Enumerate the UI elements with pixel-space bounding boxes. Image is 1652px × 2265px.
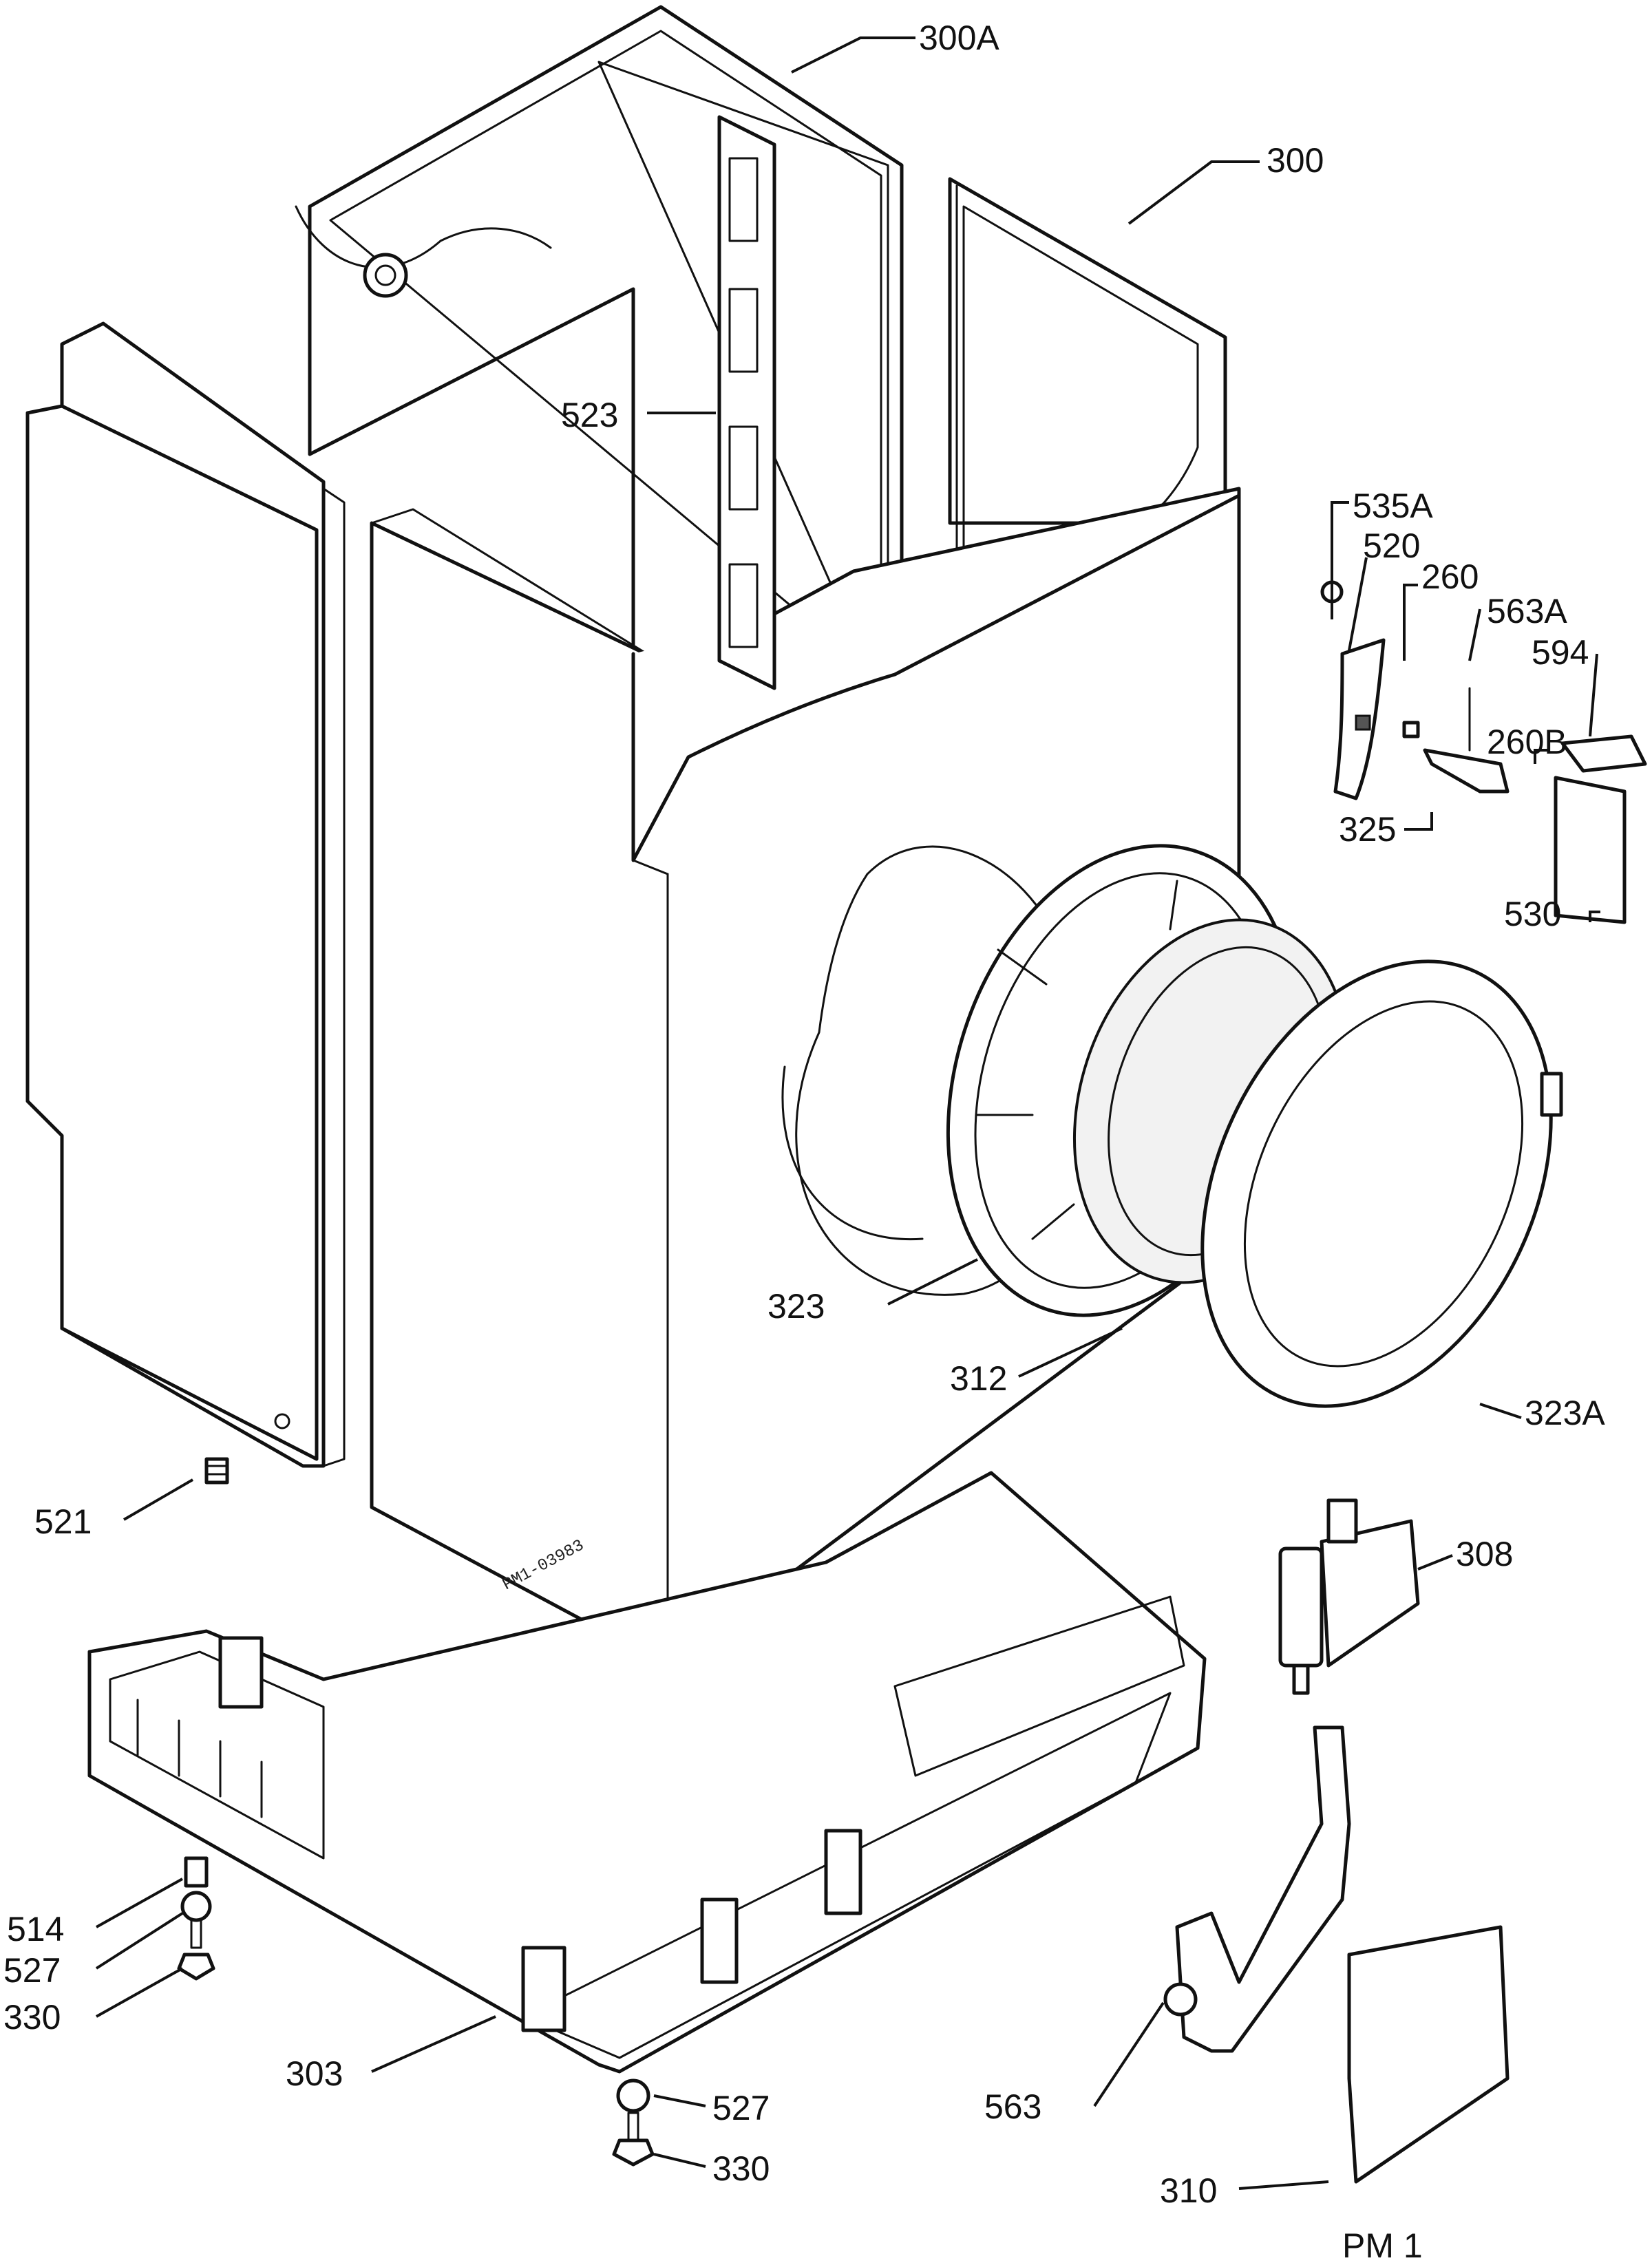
callout-260: 260 [1421,557,1479,596]
callout-310: 310 [1160,2171,1217,2210]
callout-523: 523 [561,396,618,434]
left-side-panel [25,321,346,1468]
screw-521 [204,1457,229,1485]
callout-300: 300 [1267,141,1324,180]
callout-323: 323 [767,1287,825,1326]
callout-514: 514 [7,1910,64,1948]
callout-563A: 563A [1487,592,1567,630]
callout-520: 520 [1363,527,1420,565]
callout-323A: 323A [1525,1394,1605,1432]
foot-left-assembly [177,1856,215,1981]
callout-308: 308 [1456,1535,1513,1573]
callout-594: 594 [1532,633,1589,672]
door-hinge [1278,1498,1420,1695]
callout-330-left: 330 [3,1998,61,2037]
sheet-identifier: PM 1 [1342,2226,1423,2265]
callout-labels: 300A 300 523 535A 520 260 563A 594 260B … [3,19,1605,2210]
callout-530: 530 [1504,895,1561,933]
callout-527-left: 527 [3,1951,61,1990]
callout-535A: 535A [1353,487,1433,525]
plinth-bracket [1163,1725,1351,2053]
plinth-cover [1347,1925,1510,2184]
callout-300A: 300A [919,19,999,57]
callout-563: 563 [984,2087,1041,2126]
door-lock-parts [1320,580,1647,924]
foot-center-assembly [612,2078,655,2167]
callout-330-center: 330 [712,2149,770,2188]
callout-260B: 260B [1487,723,1567,761]
door-outer-ring [1200,959,1563,1408]
callout-521: 521 [34,1502,92,1541]
callout-527-center: 527 [712,2089,770,2127]
vertical-rail [717,115,776,690]
callout-312: 312 [950,1359,1007,1398]
base-frame [87,1471,1207,2074]
callout-325: 325 [1339,810,1396,849]
callout-303: 303 [286,2054,343,2093]
leader-lines [95,36,1600,2190]
